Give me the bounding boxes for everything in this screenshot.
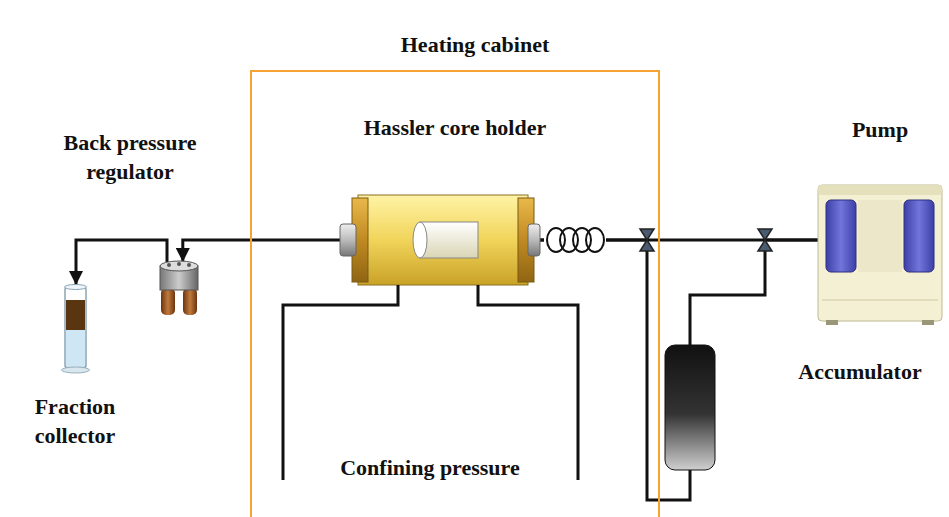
node-label: Heating cabinet xyxy=(401,31,550,60)
node-label: Fraction collector xyxy=(15,393,135,450)
pump-drawing xyxy=(818,185,942,325)
accumulator: Accumulator xyxy=(665,345,715,470)
node-label: Accumulator xyxy=(798,358,921,387)
valve-symbol xyxy=(758,229,772,251)
heating-cabinet: Hassler core holderHeating cabinet xyxy=(250,70,660,517)
accumulator-drawing xyxy=(665,345,715,470)
node-label: Pump xyxy=(852,116,908,145)
heating-coil xyxy=(544,226,606,254)
regulator-drawing xyxy=(160,261,198,315)
core-holder: Hassler core holder xyxy=(340,195,540,285)
test-tube-drawing xyxy=(62,285,90,374)
pump: Pump xyxy=(818,185,942,325)
pipe-connector xyxy=(690,240,818,345)
node-label: Back pressure regulator xyxy=(50,129,210,186)
fraction-collector: Fraction collector xyxy=(62,285,90,372)
node-label: Hassler core holder xyxy=(364,114,547,143)
pipe-connector xyxy=(76,240,167,285)
pipe-connector xyxy=(183,240,340,262)
valve-symbol xyxy=(640,229,654,251)
back-pressure-regulator: Back pressure regulator xyxy=(160,262,198,315)
confining-pressure-line xyxy=(283,285,578,480)
part-label: Confining pressure xyxy=(340,454,520,483)
core-holder-drawing xyxy=(340,195,540,285)
